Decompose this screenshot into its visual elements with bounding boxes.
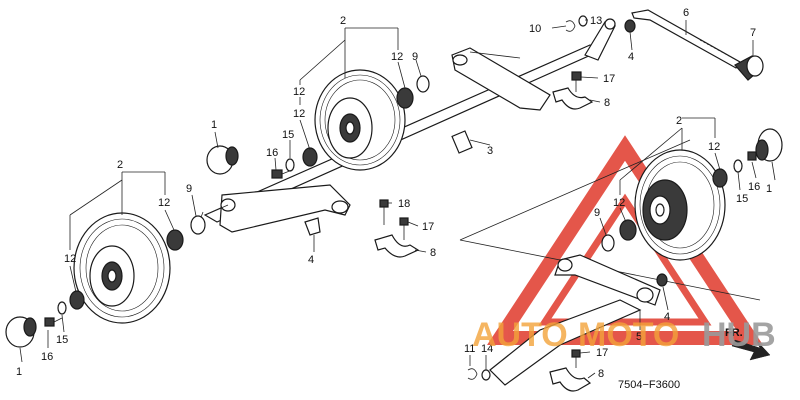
label-8-upper: 8 (604, 97, 610, 109)
handle-tube (584, 18, 616, 61)
label-14: 14 (481, 343, 493, 355)
watermark-hub: HUB (702, 316, 776, 354)
label-2-upper: 2 (340, 15, 346, 27)
label-4-mid: 4 (308, 254, 314, 266)
bearing-left-right (166, 229, 184, 251)
adjust-knob (734, 55, 764, 81)
wheel-left (73, 212, 171, 324)
label-5: 5 (636, 331, 642, 343)
label-11: 11 (464, 343, 475, 355)
label-8-mid: 8 (430, 247, 436, 259)
label-4-top: 4 (628, 51, 634, 63)
bolt-left (44, 317, 63, 327)
label-2-right: 2 (676, 115, 682, 127)
label-8-lower: 8 (598, 368, 604, 380)
label-12-upper-left-2: 12 (293, 108, 305, 120)
leader-lines (19, 19, 776, 379)
label-1-left: 1 (16, 366, 22, 378)
label-13: 13 (590, 15, 602, 27)
front-arrow: FR. (725, 327, 771, 361)
label-15-mid: 15 (282, 129, 294, 141)
bearing-upper-left (302, 147, 318, 167)
washer-upper (416, 75, 430, 93)
front-arrow-label: FR. (725, 327, 743, 339)
label-3-shaft: 3 (487, 145, 493, 157)
label-4-right: 4 (664, 311, 670, 323)
upper-arm (451, 47, 551, 111)
label-12-right-right: 12 (708, 141, 720, 153)
watermark-moto: MOTO (578, 316, 679, 354)
diagram-code: 7504−F3600 (618, 379, 680, 391)
wheel-upper (314, 69, 406, 171)
label-12-upper-right: 12 (391, 51, 403, 63)
watermark-text: AUTO MOTO HUB (472, 316, 776, 354)
label-1-right: 1 (766, 183, 772, 195)
label-9-right: 9 (594, 207, 600, 219)
label-15-left: 15 (56, 334, 68, 346)
label-12-left-left: 12 (64, 253, 76, 265)
shaft-bracket (451, 130, 473, 154)
label-17-mid: 17 (422, 221, 434, 233)
clamp-lower (549, 349, 592, 392)
watermark-auto: AUTO (472, 316, 568, 354)
label-9-left: 9 (186, 183, 192, 195)
label-12-left-right: 12 (158, 197, 170, 209)
left-swing-arm (204, 184, 351, 233)
clamp-upper (552, 71, 594, 110)
pin-mid (304, 217, 321, 236)
clip-bottom (467, 368, 491, 381)
bearing-right-right (712, 168, 728, 188)
hub-cap-right (755, 128, 783, 162)
clamp-mid (374, 199, 420, 258)
bearing-right-left (619, 219, 637, 241)
bolt-right (747, 151, 757, 161)
label-12-upper-left: 12 (293, 86, 305, 98)
washer-left-left (57, 301, 67, 315)
callout-labels: 2 12 9 12 12 1 15 16 3 2 9 12 12 4 18 17… (16, 7, 772, 391)
label-16-left: 16 (41, 351, 53, 363)
washer-right-left (601, 234, 615, 252)
wheel-right (634, 149, 726, 261)
label-12-right-left: 12 (613, 197, 625, 209)
label-10: 10 (529, 23, 541, 35)
washer-right (733, 159, 743, 173)
label-1-mid: 1 (211, 119, 217, 131)
washer-left (190, 215, 206, 235)
bearing-upper-right (396, 87, 414, 109)
label-16-right: 16 (748, 181, 760, 193)
label-15-right: 15 (736, 193, 748, 205)
bolt-mid (271, 169, 293, 179)
label-17-lower: 17 (596, 347, 608, 359)
label-2-left: 2 (117, 159, 123, 171)
label-6: 6 (683, 7, 689, 19)
label-18: 18 (398, 198, 410, 210)
clip-top (565, 15, 636, 33)
label-9-upper: 9 (412, 51, 418, 63)
hub-cap-left (5, 316, 37, 348)
hub-cap-mid (206, 145, 239, 175)
label-7: 7 (750, 27, 756, 39)
bearing-left-left (69, 290, 85, 310)
label-17-upper: 17 (603, 73, 615, 85)
pin-right (656, 273, 668, 287)
washer-upper-left (285, 158, 295, 172)
label-16-mid: 16 (266, 147, 278, 159)
